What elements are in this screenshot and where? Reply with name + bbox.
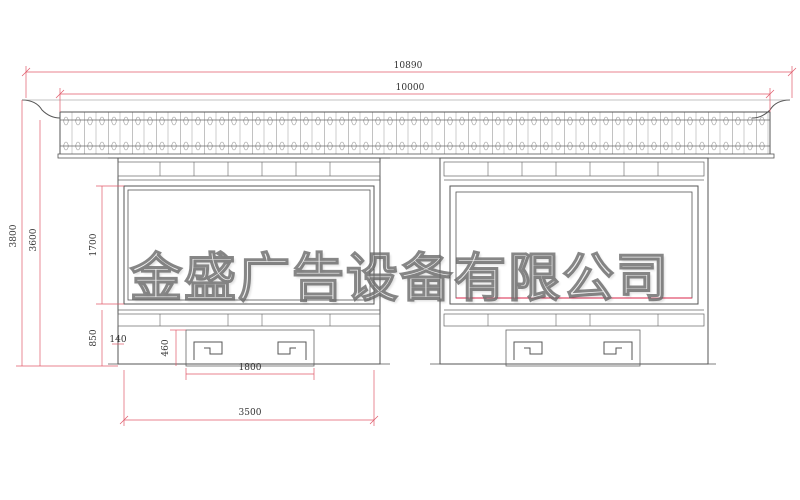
- dim-ornament-width: 1800: [239, 363, 262, 373]
- roof-curve-left: [21, 99, 61, 119]
- right-bay-frame: [439, 157, 709, 365]
- left-ad-panel-inner: [127, 189, 371, 301]
- right-fret-ornament-right: [603, 341, 633, 360]
- right-bay: [430, 157, 716, 367]
- left-bay: [108, 157, 390, 367]
- left-fret-ornament: [193, 341, 223, 360]
- dim-eave-height: 3600: [29, 228, 39, 251]
- left-bay-frame: [117, 157, 381, 365]
- roof-lattice: [59, 111, 771, 157]
- left-base-ornament-frame: [185, 329, 315, 367]
- dim-total-width: 10890: [394, 61, 423, 71]
- dim-post-width: 140: [109, 335, 126, 345]
- dim-base-height: 850: [89, 329, 99, 346]
- left-ad-panel-outer: [123, 185, 375, 305]
- dim-bay-width: 3500: [239, 408, 262, 418]
- right-base-ornament-frame: [505, 329, 641, 367]
- dim-roof-width: 10000: [396, 83, 425, 93]
- dimension-lines: [16, 66, 797, 426]
- right-fret-ornament: [513, 341, 543, 360]
- roof-eave: [21, 99, 791, 159]
- dim-panel-height: 1700: [89, 233, 99, 256]
- right-ad-panel-outer: [449, 185, 699, 305]
- left-fret-ornament-right: [277, 341, 307, 360]
- dim-total-height: 3800: [9, 224, 19, 247]
- right-ad-panel-inner: [455, 191, 693, 299]
- dim-ornament-height: 460: [161, 339, 171, 356]
